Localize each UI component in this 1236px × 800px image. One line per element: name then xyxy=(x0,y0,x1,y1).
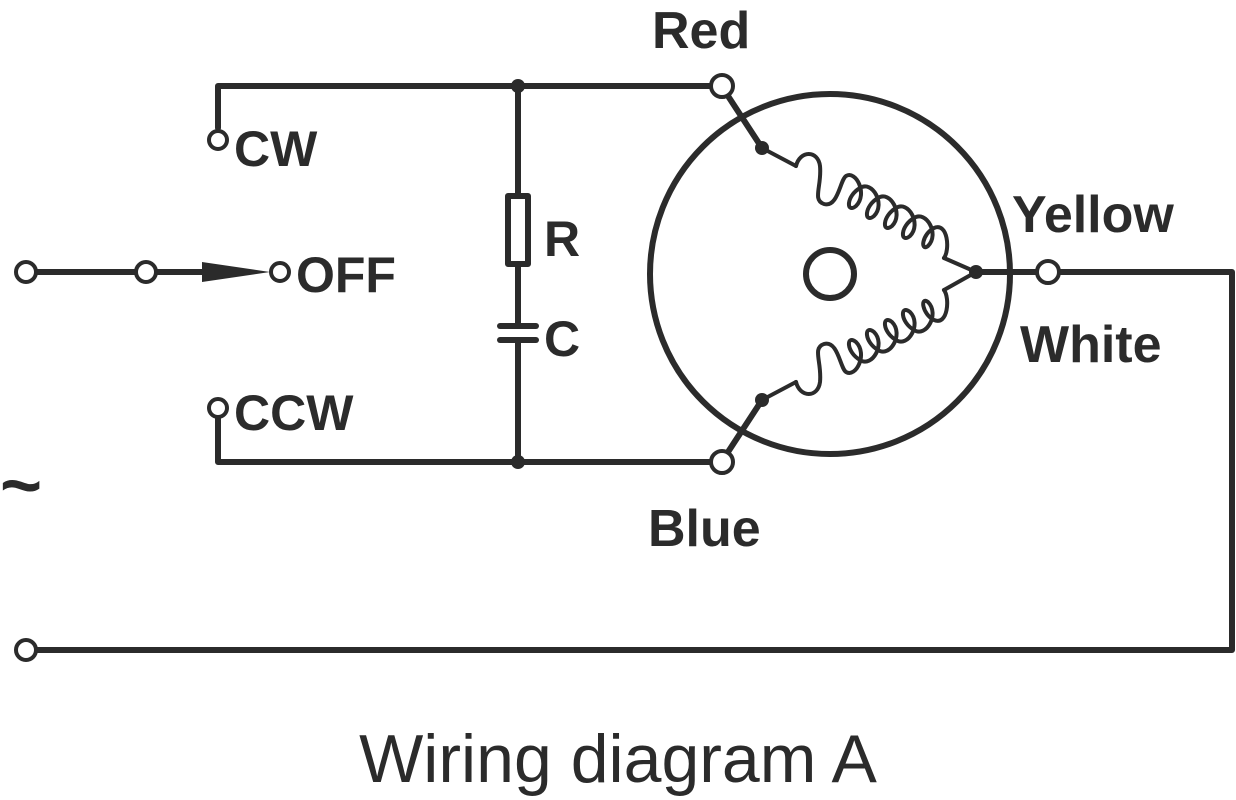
switch-contact-ccw xyxy=(207,397,229,419)
switch-contact-off xyxy=(269,261,291,283)
red-lead-wire xyxy=(725,93,765,151)
diagram-title: Wiring diagram A xyxy=(359,721,877,797)
lower-winding-coil xyxy=(760,270,978,402)
red-lead-label: Red xyxy=(652,2,750,60)
junction-bottom xyxy=(511,455,525,469)
motor-housing xyxy=(647,91,1013,457)
red-terminal xyxy=(709,73,735,99)
ac-symbol: ~ xyxy=(0,446,42,526)
switch-arrow xyxy=(202,262,270,282)
capacitor-label: C xyxy=(544,311,580,367)
top-bus-wire xyxy=(215,83,725,131)
motor-shaft xyxy=(803,247,857,301)
junction-top xyxy=(511,79,525,93)
resistor-label: R xyxy=(544,211,580,267)
switch-pivot xyxy=(134,260,158,284)
yellow-lead-label: Yellow xyxy=(1012,186,1174,244)
switch-label-ccw: CCW xyxy=(234,385,354,441)
switch-label-cw: CW xyxy=(234,121,318,177)
resistor xyxy=(505,193,531,267)
upper-winding-coil xyxy=(760,146,978,274)
blue-lead-label: Blue xyxy=(648,500,761,558)
switch-label-off: OFF xyxy=(296,247,396,303)
switch-contact-cw xyxy=(207,129,229,151)
blue-terminal xyxy=(709,449,735,475)
input-terminal-bottom xyxy=(14,638,38,662)
white-lead-label: White xyxy=(1020,316,1162,374)
yellow-white-terminal xyxy=(1035,259,1061,285)
bottom-bus-wire xyxy=(215,407,725,465)
return-wire xyxy=(33,269,1235,653)
input-terminal-top xyxy=(14,260,38,284)
blue-lead-wire xyxy=(725,397,765,455)
